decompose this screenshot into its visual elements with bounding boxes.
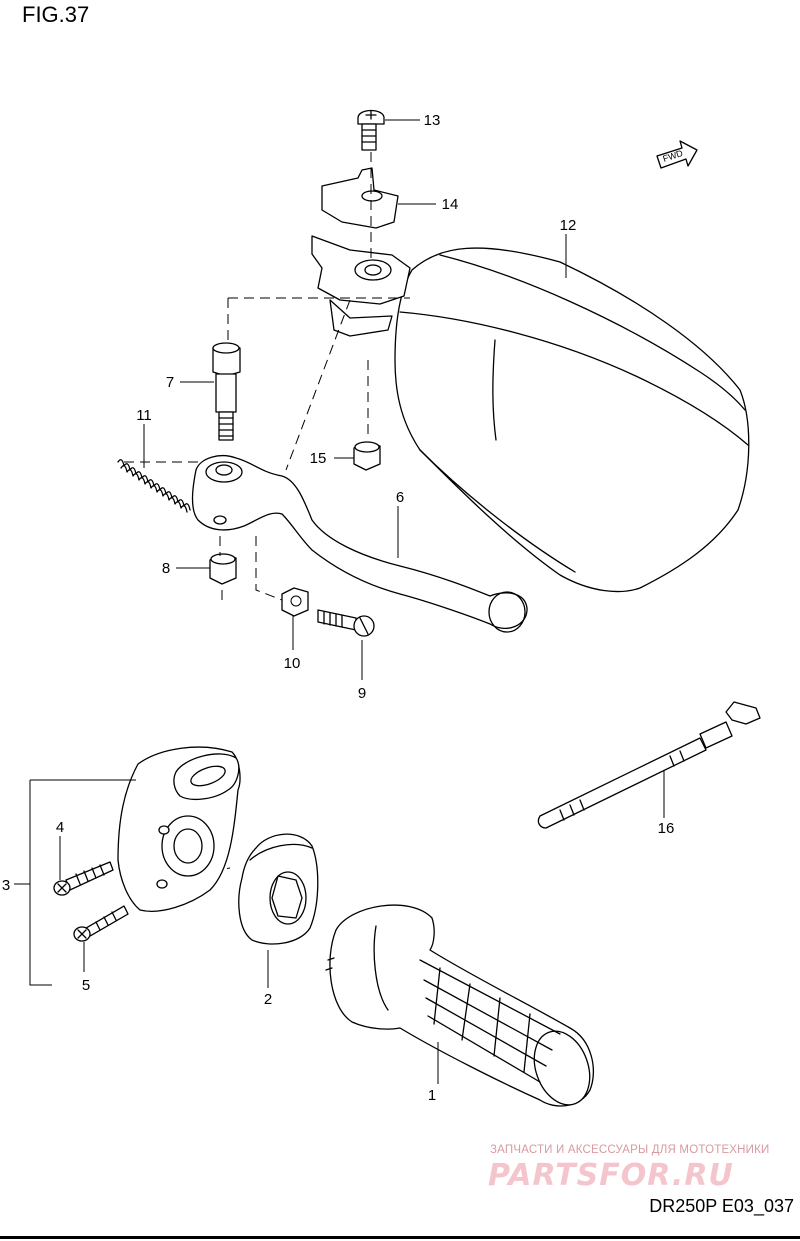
- callout-12: 12: [560, 217, 577, 234]
- callout-14: 14: [442, 196, 459, 213]
- cable-guide-icon: [238, 833, 319, 945]
- callout-3: 3: [2, 877, 10, 894]
- callout-15: 15: [310, 450, 327, 467]
- callout-11: 11: [136, 407, 152, 424]
- clutch-lever-icon: [191, 455, 528, 633]
- callout-6: 6: [396, 489, 404, 506]
- watermark-logo: PARTSFOR.RU: [488, 1158, 734, 1193]
- callout-4: 4: [56, 819, 64, 836]
- callout-numbers: 1 2 3 4 5 6 7 8 9 10 11 12 13 14 15 16: [2, 112, 675, 1104]
- callout-8: 8: [162, 560, 170, 577]
- callout-10: 10: [284, 655, 301, 672]
- nut-icon: [353, 441, 381, 471]
- callout-lines: [14, 119, 665, 1084]
- forward-arrow-icon: FWD: [656, 140, 698, 169]
- callout-16: 16: [658, 820, 675, 837]
- hand-guard-icon: [394, 247, 750, 593]
- bottom-rule: [0, 1236, 800, 1239]
- spring-icon: [117, 459, 191, 513]
- handlebar-grip-icon: [325, 904, 594, 1107]
- screw-icon: [53, 861, 114, 896]
- screw-icon: [73, 905, 129, 942]
- callout-7: 7: [166, 374, 174, 391]
- nut-icon: [209, 553, 237, 585]
- figure-label: FIG.37: [22, 2, 90, 27]
- callout-1: 1: [428, 1087, 436, 1104]
- bracket-icon: [311, 167, 411, 337]
- callout-5: 5: [82, 977, 90, 994]
- callout-2: 2: [264, 991, 272, 1008]
- figure-code: DR250P E03_037: [649, 1196, 794, 1216]
- watermark-caption: ЗАПЧАСТИ И АКСЕССУАРЫ ДЛЯ МОТОТЕХНИКИ: [490, 1144, 770, 1156]
- switch-housing-icon: [117, 746, 241, 912]
- cable-tie-icon: [537, 701, 761, 829]
- callout-9: 9: [358, 685, 366, 702]
- screw-icon: [317, 609, 375, 637]
- callout-13: 13: [424, 112, 441, 129]
- nut-icon: [281, 587, 309, 617]
- pivot-bolt-icon: [212, 342, 241, 441]
- screw-icon: [357, 109, 385, 151]
